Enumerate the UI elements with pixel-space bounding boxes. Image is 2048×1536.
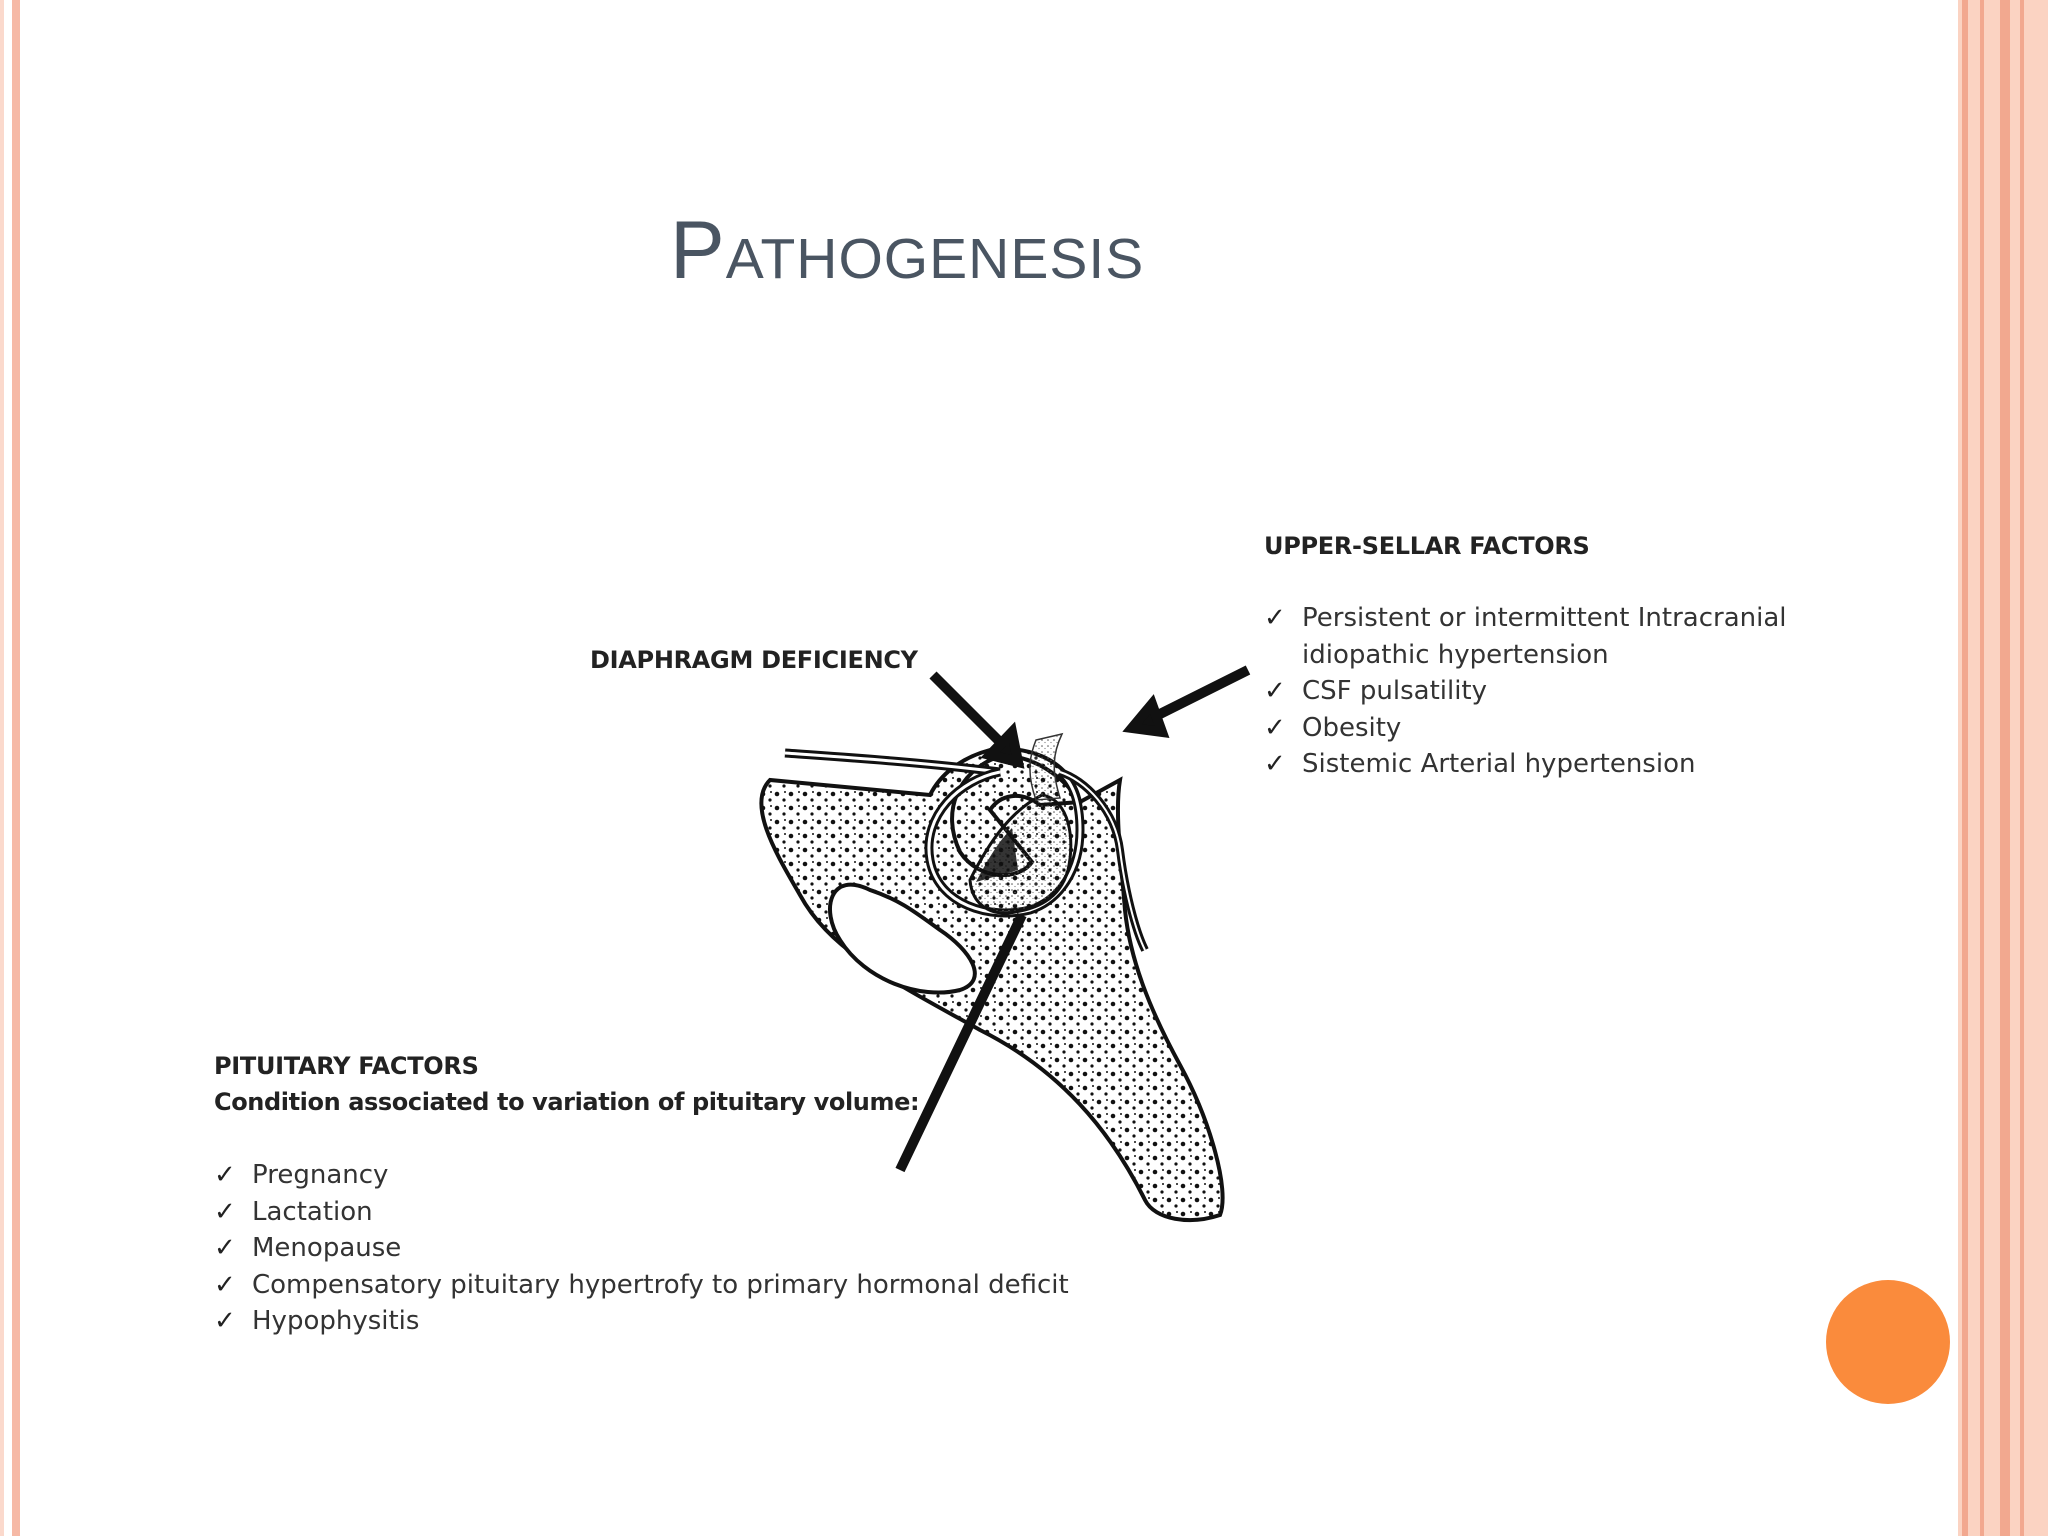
slide-frame-right-line-2 (1980, 0, 1984, 1536)
pituitary-gland (968, 793, 1073, 915)
list-item: ✓Pregnancy (214, 1157, 1069, 1194)
list-item: idiopathic hypertension (1302, 639, 1609, 670)
diaphragm-arrow (929, 671, 1025, 769)
checkmark-icon: ✓ (214, 1160, 236, 1190)
pituitary-arrow (895, 912, 1027, 1173)
checkmark-icon: ✓ (214, 1306, 236, 1336)
sella-turcica-diagram (759, 665, 1251, 1222)
diaphragm-deficiency-label: DIAPHRAGM DEFICIENCY (590, 646, 918, 674)
slide-frame-right-line-4 (2020, 0, 2024, 1536)
list-item: ✓Compensatory pituitary hypertrofy to pr… (214, 1267, 1069, 1304)
checkmark-icon: ✓ (1264, 603, 1286, 633)
checkmark-icon: ✓ (214, 1196, 236, 1227)
accent-circle (1826, 1280, 1950, 1404)
pituitary-factors-subheading: Condition associated to variation of pit… (214, 1088, 920, 1116)
checkmark-icon: ✓ (214, 1233, 236, 1263)
list-item: ✓Obesity (1264, 710, 1786, 747)
list-item: ✓Hypophysitis (214, 1303, 1069, 1340)
slide-frame-left (12, 0, 20, 1536)
list-item: ✓Persistent or intermittent Intracranial (1264, 600, 1786, 637)
checkmark-icon: ✓ (1264, 712, 1286, 743)
slide-title: Pathogenesis (670, 205, 1145, 296)
sphenoid-sinus (828, 882, 977, 995)
upper-sellar-list: ✓Persistent or intermittent Intracranial… (1264, 600, 1786, 783)
slide-frame-right-line-3 (2000, 0, 2010, 1536)
upper-sellar-arrow (1122, 665, 1251, 739)
list-item: ✓Sistemic Arterial hypertension (1264, 746, 1786, 783)
pituitary-stalk (1029, 732, 1064, 801)
list-item: ✓Menopause (214, 1230, 1069, 1267)
list-item: ✓CSF pulsatility (1264, 673, 1786, 710)
pituitary-factors-heading: PITUITARY FACTORS (214, 1052, 479, 1080)
slide-frame-right-line-1 (1962, 0, 1968, 1536)
pituitary-factors-list: ✓Pregnancy ✓Lactation ✓Menopause ✓Compen… (214, 1157, 1069, 1340)
slide-frame-outer-left (0, 0, 4, 1536)
checkmark-icon: ✓ (1264, 749, 1286, 779)
checkmark-icon: ✓ (1264, 676, 1286, 706)
list-item: ✓Lactation (214, 1194, 1069, 1231)
upper-sellar-heading: UPPER-SELLAR FACTORS (1264, 532, 1590, 560)
checkmark-icon: ✓ (214, 1269, 236, 1300)
